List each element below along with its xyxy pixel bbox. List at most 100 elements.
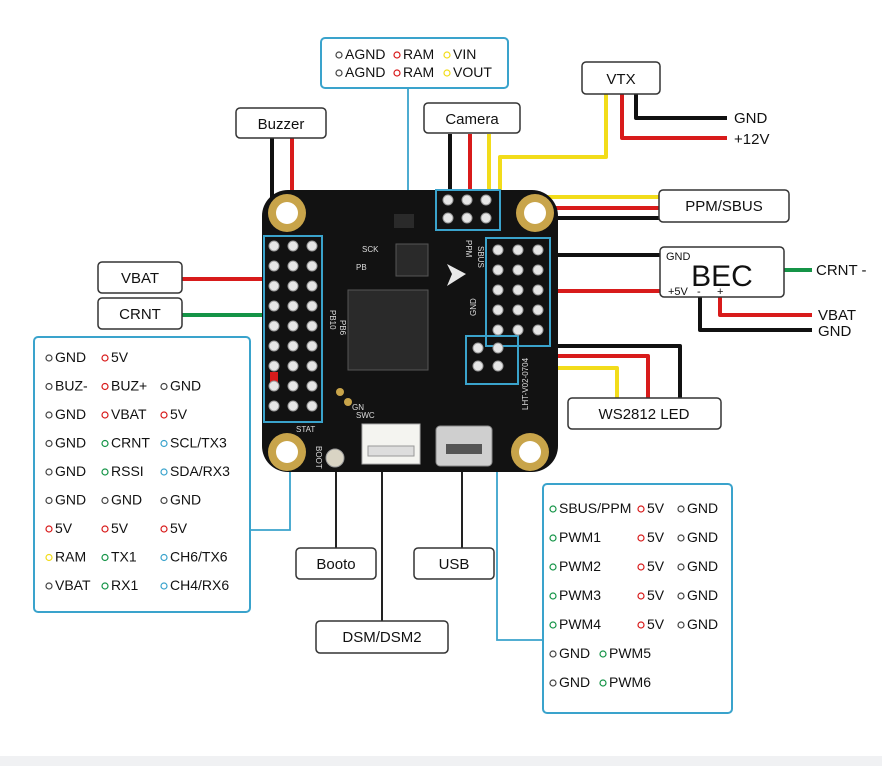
- right-pin-dot: [677, 534, 685, 542]
- left-pin-dot: [160, 411, 168, 419]
- left-pin-label: BUZ+: [111, 378, 147, 394]
- pin-hole: [268, 340, 280, 352]
- pcb-pb10: PB10: [328, 310, 337, 330]
- pin-hole: [512, 284, 524, 296]
- left-pin-dot: [160, 439, 168, 448]
- pcb-swc: SWC: [356, 411, 375, 420]
- left-pin-label: 5V: [170, 520, 188, 536]
- bec-vbat-wire: [718, 295, 812, 317]
- right-pin-dot: [549, 621, 557, 629]
- left-pin-dot: [160, 582, 168, 590]
- pin-hole: [268, 260, 280, 272]
- left-pin-dot: [101, 582, 109, 590]
- pin-hole: [306, 360, 318, 372]
- pin-hole: [268, 300, 280, 312]
- crnt-left-label: CRNT: [97, 297, 183, 330]
- left-pin-dot: [45, 496, 53, 505]
- top-pin-label: RAM: [403, 64, 434, 80]
- right-pin-label: GND: [687, 529, 718, 545]
- left-pin-dot: [101, 468, 109, 476]
- vbat-left-label: VBAT: [97, 261, 183, 294]
- right-pin-label: PWM1: [559, 529, 601, 545]
- buzzer-label: Buzzer: [235, 107, 327, 139]
- crnt-right-text: CRNT -: [816, 262, 867, 279]
- pin-hole: [472, 360, 484, 372]
- pin-hole: [268, 240, 280, 252]
- right-pin-label: PWM2: [559, 558, 601, 574]
- left-pin-dot: [45, 553, 53, 562]
- left-pin-label: GND: [55, 492, 86, 508]
- left-pin-label: RAM: [55, 549, 86, 565]
- pin-holes: [268, 194, 544, 412]
- right-pin-label: GND: [687, 558, 718, 574]
- bec-minus-text: -: [697, 286, 701, 298]
- vtx-12v-text: +12V: [734, 131, 769, 148]
- left-pin-label: BUZ-: [55, 378, 88, 394]
- left-pin-dot: [45, 582, 53, 590]
- vtx-text: VTX: [606, 71, 635, 88]
- left-pin-dot: [45, 468, 53, 476]
- pin-hole: [268, 280, 280, 292]
- top-pin-dot: [335, 69, 343, 77]
- right-pin-label: 5V: [647, 616, 665, 632]
- top-pin-dot: [393, 69, 401, 77]
- bottom-bar: [0, 756, 882, 766]
- pin-hole: [461, 194, 473, 206]
- right-pin-dot: [549, 534, 557, 542]
- left-pin-label: SCL/TX3: [170, 435, 227, 451]
- pin-hole: [268, 400, 280, 412]
- right-pin-dot: [549, 505, 557, 513]
- top-pin-dot: [393, 51, 401, 59]
- pin-hole: [306, 320, 318, 332]
- pin-hole: [492, 304, 504, 316]
- pin-hole: [532, 264, 544, 276]
- vbat-right-text: VBAT: [818, 307, 856, 324]
- pin-hole: [461, 212, 473, 224]
- right-pin-dot: [637, 563, 645, 571]
- right-pin-dot: [549, 679, 557, 687]
- pin-hole: [287, 320, 299, 332]
- pin-hole: [287, 380, 299, 392]
- left-pin-dot: [45, 382, 53, 391]
- pcb-pb6: PB6: [338, 320, 347, 336]
- vtx-gnd-text: GND: [734, 110, 768, 127]
- mounting-holes: [268, 194, 554, 471]
- right-pin-label: PWM6: [609, 674, 651, 690]
- pcb-pb: PB: [356, 263, 367, 272]
- pin-hole: [472, 342, 484, 354]
- ppm-sbus-label: PPM/SBUS: [658, 189, 790, 223]
- left-pin-dot: [45, 525, 53, 533]
- bec-label: BEC GND +5V - +: [659, 246, 785, 298]
- pcb-gn: GN: [352, 403, 364, 412]
- pcb-silkscreen: SCK PB PB10 PB6 GN SWC STAT BOOT SBUS PP…: [296, 240, 530, 469]
- right-pin-label: GND: [687, 500, 718, 516]
- right-pin-dot: [677, 505, 685, 513]
- label-boxes: Buzzer Camera VTX GND +12V PPM/SBUS BEC …: [97, 61, 867, 654]
- booto-label: Booto: [295, 547, 377, 580]
- right-pin-label: SBUS/PPM: [559, 500, 631, 516]
- pin-hole: [532, 284, 544, 296]
- right-pin-label: 5V: [647, 529, 665, 545]
- direction-arrow-icon: [447, 264, 466, 286]
- pin-hole: [287, 340, 299, 352]
- top-pin-label: AGND: [345, 64, 385, 80]
- left-pin-label: RSSI: [111, 463, 144, 479]
- pin-hole: [287, 360, 299, 372]
- pin-hole: [492, 284, 504, 296]
- left-pin-label: GND: [55, 349, 86, 365]
- right-pin-label: GND: [687, 587, 718, 603]
- left-pin-dot: [101, 382, 109, 391]
- top-pin-label: VIN: [453, 46, 476, 62]
- pin-hole: [532, 324, 544, 336]
- top-pin-label: RAM: [403, 46, 434, 62]
- dsm-text: DSM/DSM2: [342, 629, 421, 646]
- bec-gnd-text: GND: [666, 251, 691, 263]
- ws2812-label: WS2812 LED: [567, 397, 722, 430]
- bec-5v-text: +5V: [668, 286, 689, 298]
- left-pin-dot: [160, 468, 168, 476]
- dsm-connector: [361, 423, 421, 465]
- left-pin-label: SDA/RX3: [170, 463, 230, 479]
